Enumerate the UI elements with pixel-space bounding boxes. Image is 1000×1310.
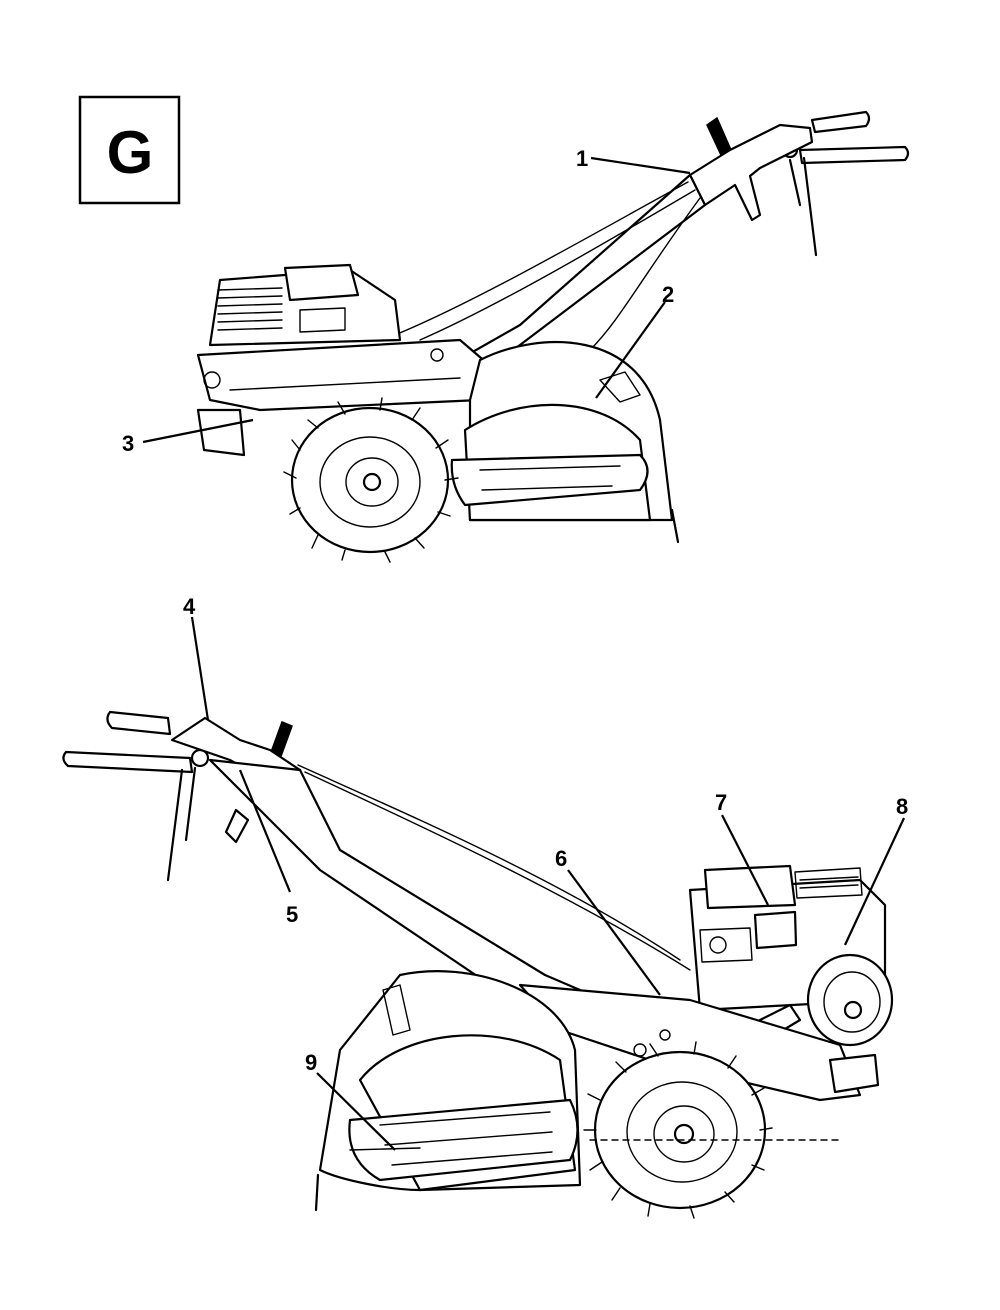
section-badge: G <box>78 95 181 205</box>
leader-line-8 <box>844 817 905 946</box>
callout-labels: 1 2 3 4 5 6 7 8 9 <box>122 146 908 1075</box>
engine-bottom <box>688 864 894 1047</box>
leader-line-6 <box>567 869 661 996</box>
leader-line-9 <box>316 1072 396 1151</box>
leader-line-4 <box>190 616 210 721</box>
tiller-bottom-view <box>62 616 905 1219</box>
wheel-bottom <box>583 1041 773 1219</box>
callout-2: 2 <box>662 282 674 307</box>
handle-tube-bottom <box>208 758 582 1010</box>
callout-8: 8 <box>896 794 908 819</box>
callout-3: 3 <box>122 431 134 456</box>
leader-line-1 <box>590 156 691 175</box>
leader-line-7 <box>721 814 769 906</box>
transmission-housing-bottom <box>518 983 862 1102</box>
transmission-housing-top <box>196 338 497 412</box>
callout-5: 5 <box>286 902 298 927</box>
wheel-top <box>283 397 459 563</box>
callout-4: 4 <box>183 594 196 619</box>
leader-line-5 <box>238 769 292 893</box>
tine-shield-top <box>450 340 680 544</box>
callout-6: 6 <box>555 846 567 871</box>
callout-1: 1 <box>576 146 588 171</box>
tiller-top-view <box>142 110 910 563</box>
tine-shield-bottom <box>314 970 582 1212</box>
section-letter: G <box>107 119 154 186</box>
callout-7: 7 <box>715 790 727 815</box>
leader-line-3 <box>142 418 254 444</box>
handlebar-grips-bottom <box>62 710 210 774</box>
engine-top <box>208 263 402 347</box>
callout-9: 9 <box>305 1050 317 1075</box>
leader-line-2 <box>595 301 666 399</box>
